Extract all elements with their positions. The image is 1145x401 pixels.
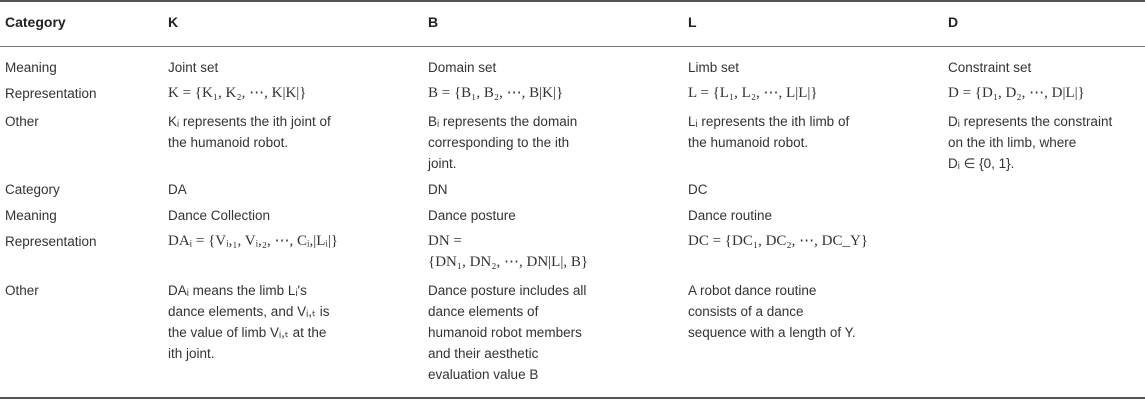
l-other: Lᵢ represents the ith limb of the humano… <box>688 111 849 153</box>
dn-other-line: and their aesthetic <box>428 346 539 361</box>
l-representation: L = {L₁, L₂, ⋯, L|L|} <box>688 85 818 101</box>
dn-other-line: Dance posture includes all <box>428 283 587 298</box>
table-bottom-rule <box>0 397 1145 399</box>
row-label-category: Category <box>5 182 60 197</box>
l-meaning: Limb set <box>688 60 740 75</box>
header-k: K <box>168 14 179 30</box>
header-b: B <box>428 14 439 30</box>
dc-other-line: A robot dance routine <box>688 283 817 298</box>
dn-representation: DN = {DN₁, DN₂, ⋯, DN|L|, B} <box>428 231 588 273</box>
d-other-line: Dᵢ ∈ {0, 1}. <box>948 156 1015 171</box>
row-label-meaning-2: Meaning <box>5 208 57 223</box>
l-other-line: the humanoid robot. <box>688 135 809 150</box>
header-d: D <box>948 14 959 30</box>
b-other-line: Bᵢ represents the domain <box>428 114 578 129</box>
d-other: Dᵢ represents the constraint on the ith … <box>948 111 1112 174</box>
row-label-meaning: Meaning <box>5 60 57 75</box>
da-other-line: ith joint. <box>168 346 215 361</box>
dc-meaning: Dance routine <box>688 208 773 223</box>
da-meaning: Dance Collection <box>168 208 271 223</box>
b-other-line: joint. <box>428 156 457 171</box>
da-other: DAᵢ means the limb Lᵢ's dance elements, … <box>168 280 329 364</box>
dn-other-line: humanoid robot members <box>428 325 582 340</box>
k-representation: K = {K₁, K₂, ⋯, K|K|} <box>168 85 307 101</box>
dn-other-line: evaluation value B <box>428 367 539 382</box>
category-dn: DN <box>428 182 448 197</box>
da-representation: DAᵢ = {Vᵢ,₁, Vᵢ,₂, ⋯, Cᵢ,|Lᵢ|} <box>168 233 339 249</box>
dc-other: A robot dance routine consists of a danc… <box>688 280 856 343</box>
k-meaning: Joint set <box>168 60 219 75</box>
b-representation: B = {B₁, B₂, ⋯, B|K|} <box>428 85 564 101</box>
k-other: Kᵢ represents the ith joint of the human… <box>168 111 331 153</box>
category-da: DA <box>168 182 187 197</box>
category-dc: DC <box>688 182 708 197</box>
table-top-rule <box>0 0 1145 2</box>
da-other-line: dance elements, and Vᵢ,ₜ is <box>168 304 330 319</box>
k-other-line: Kᵢ represents the ith joint of <box>168 114 331 129</box>
b-meaning: Domain set <box>428 60 497 75</box>
d-representation: D = {D₁, D₂, ⋯, D|L|} <box>948 85 1085 101</box>
dn-other: Dance posture includes all dance element… <box>428 280 586 385</box>
dn-other-line: dance elements of <box>428 304 539 319</box>
header-category: Category <box>5 14 66 30</box>
b-other: Bᵢ represents the domain corresponding t… <box>428 111 577 174</box>
d-other-line: on the ith limb, where <box>948 135 1077 150</box>
dn-meaning: Dance posture <box>428 208 516 223</box>
da-other-line: the value of limb Vᵢ,ₜ at the <box>168 325 327 340</box>
row-label-other: Other <box>5 114 39 129</box>
dc-other-line: sequence with a length of Y. <box>688 325 856 340</box>
b-other-line: corresponding to the ith <box>428 135 570 150</box>
d-other-line: Dᵢ represents the constraint <box>948 114 1113 129</box>
row-label-representation-2: Representation <box>5 234 97 249</box>
dc-representation: DC = {DC₁, DC₂, ⋯, DC_Y} <box>688 233 868 249</box>
da-other-line: DAᵢ means the limb Lᵢ's <box>168 283 307 298</box>
row-label-other-2: Other <box>5 283 39 298</box>
header-l: L <box>688 14 697 30</box>
table-header-rule <box>0 46 1145 47</box>
k-other-line: the humanoid robot. <box>168 135 289 150</box>
dc-other-line: consists of a dance <box>688 304 804 319</box>
d-meaning: Constraint set <box>948 60 1032 75</box>
dn-representation-line: DN = <box>428 233 462 249</box>
dn-representation-line: {DN₁, DN₂, ⋯, DN|L|, B} <box>428 254 589 270</box>
l-other-line: Lᵢ represents the ith limb of <box>688 114 850 129</box>
row-label-representation: Representation <box>5 86 97 101</box>
